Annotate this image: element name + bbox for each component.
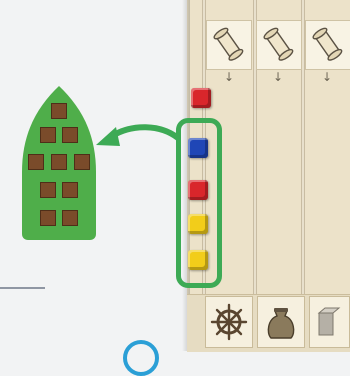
down-arrow-icon: ↓ — [272, 70, 284, 84]
ship-wheel-icon — [206, 297, 252, 347]
cargo-slot — [74, 154, 90, 170]
cargo-slot — [62, 127, 78, 143]
cargo-slot — [51, 103, 67, 119]
scroll-icon — [306, 21, 350, 69]
scroll-icon — [257, 21, 301, 69]
action-tile[interactable] — [257, 296, 305, 348]
scroll-icon — [207, 21, 251, 69]
down-arrow-icon: ↓ — [223, 70, 235, 84]
sack-icon — [258, 297, 304, 347]
scroll-tile — [206, 20, 252, 70]
divider-line — [0, 287, 45, 289]
down-arrow-icon: ↓ — [321, 70, 333, 84]
action-tile[interactable] — [205, 296, 253, 348]
block-icon — [310, 297, 350, 347]
token-ring — [123, 340, 159, 376]
transfer-arrow-icon — [90, 118, 190, 158]
cargo-slot — [62, 210, 78, 226]
action-tile[interactable] — [309, 296, 350, 348]
cargo-slot — [28, 154, 44, 170]
cargo-slot — [51, 154, 67, 170]
scroll-tile — [256, 20, 302, 70]
scroll-tile — [305, 20, 350, 70]
cargo-slot — [40, 127, 56, 143]
red-cube[interactable] — [191, 88, 211, 108]
cargo-slot — [40, 210, 56, 226]
cargo-slot — [62, 182, 78, 198]
cargo-slot — [40, 182, 56, 198]
ship[interactable] — [20, 84, 98, 242]
